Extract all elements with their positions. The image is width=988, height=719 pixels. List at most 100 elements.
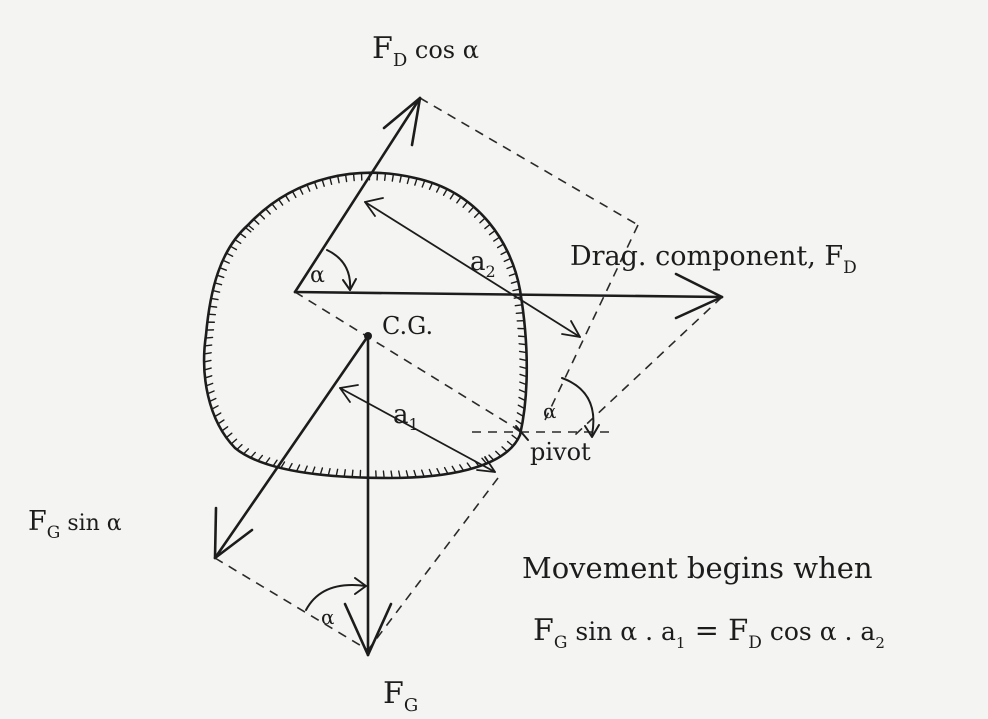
a2-arrowhead-start <box>364 197 384 217</box>
hatch-mark <box>462 201 469 208</box>
hatch-mark <box>343 469 346 478</box>
hatch-mark <box>519 373 528 378</box>
hatch-mark <box>344 173 348 183</box>
hatch-mark <box>501 446 508 453</box>
label-fg: FG <box>383 676 418 716</box>
dashed-line-right-lower <box>367 477 499 651</box>
pivot-marker <box>515 425 529 441</box>
hatch-mark <box>211 405 219 410</box>
hatch-mark <box>428 468 433 477</box>
fg-sin-arrowhead <box>213 506 254 560</box>
hatch-mark <box>264 208 271 215</box>
hatch-mark <box>405 470 409 479</box>
hatch-mark <box>295 464 301 472</box>
dashed-line-right-upper <box>544 224 639 421</box>
hatch-mark <box>383 172 387 182</box>
hatch-mark <box>234 238 242 245</box>
hatch-mark <box>214 282 223 286</box>
hatch-mark <box>508 272 517 277</box>
label-pivot: pivot <box>530 438 591 466</box>
hatch-mark <box>205 382 214 387</box>
hatch-mark <box>271 203 278 211</box>
angle-arc-pivot <box>561 377 595 436</box>
hatch-mark <box>398 470 401 479</box>
hatch-mark <box>216 274 225 279</box>
particle-hatching <box>203 172 528 479</box>
hatch-mark <box>335 468 339 477</box>
hatch-mark <box>229 245 238 251</box>
hatch-mark <box>298 187 304 195</box>
hatch-mark <box>230 438 238 445</box>
hatch-mark <box>413 469 417 478</box>
fg-sin-arrow-shaft <box>213 334 370 560</box>
hatch-mark <box>329 176 333 186</box>
hatch-mark <box>518 350 528 354</box>
hatch-mark <box>468 206 475 213</box>
hatch-mark <box>519 381 528 386</box>
hatch-mark <box>313 181 318 190</box>
hatch-mark <box>495 450 502 457</box>
hatch-mark <box>519 366 528 370</box>
hatch-mark <box>484 223 492 230</box>
hatch-mark <box>479 217 486 224</box>
hatch-mark <box>204 344 213 347</box>
hatch-mark <box>435 185 441 193</box>
hatch-mark <box>473 211 481 218</box>
hatch-mark <box>247 224 255 231</box>
hatch-mark <box>443 466 449 475</box>
hatch-mark <box>203 367 212 371</box>
hatch-mark <box>217 419 225 425</box>
hatch-mark <box>221 426 229 432</box>
hatch-mark <box>506 440 514 447</box>
hatch-mark <box>459 464 465 472</box>
hatch-mark <box>428 182 434 190</box>
label-alpha-pivot: α <box>543 399 557 423</box>
hatch-mark <box>210 297 219 301</box>
label-fd-cos-alpha: FD cos α <box>372 31 479 71</box>
hatch-mark <box>280 461 286 469</box>
hatch-mark <box>488 229 496 236</box>
caption-line-1: Movement begins when <box>522 551 873 585</box>
hatch-mark <box>203 359 212 363</box>
hatch-mark <box>327 467 331 477</box>
angle-arc-pivot-tip <box>584 424 600 438</box>
a2-dimension-line <box>364 201 581 338</box>
hatch-mark <box>303 465 308 474</box>
hatch-mark <box>391 173 395 182</box>
hatch-mark <box>284 194 290 202</box>
label-drag-component: Drag. component, FD <box>570 241 857 278</box>
hatch-mark <box>236 443 243 451</box>
hatch-mark <box>204 336 214 339</box>
hatch-mark <box>291 190 297 199</box>
label-alpha-top: α <box>310 263 325 288</box>
hatch-mark <box>517 404 526 410</box>
angle-arc-top-tip <box>342 278 357 291</box>
hatch-mark <box>515 419 523 426</box>
hatch-mark <box>466 462 473 470</box>
hatch-mark <box>257 454 264 462</box>
a1-dimension-line <box>339 387 496 473</box>
hatch-mark <box>306 184 311 192</box>
hatch-mark <box>206 390 215 395</box>
hatch-mark <box>436 467 441 476</box>
hatch-mark <box>203 352 212 355</box>
hatch-mark <box>511 434 519 441</box>
hatch-mark <box>277 198 284 206</box>
angle-arc-bottom <box>305 584 367 611</box>
hatch-mark <box>496 243 505 249</box>
hatch-mark <box>208 397 217 403</box>
hatch-mark <box>287 462 293 471</box>
hatch-mark <box>451 465 457 474</box>
caption-equation: FG sin α . a1 = FD cos α . a2 <box>533 613 885 653</box>
hatch-mark <box>225 252 234 257</box>
hatch-mark <box>352 172 355 182</box>
hatch-mark <box>336 175 340 184</box>
label-alpha-bottom: α <box>321 605 335 629</box>
hatch-mark <box>500 250 509 256</box>
hatch-mark <box>442 188 448 196</box>
hatch-mark <box>222 259 230 264</box>
dashed-line-top <box>419 97 639 226</box>
hatch-mark <box>272 459 278 467</box>
hatch-mark <box>399 174 403 183</box>
